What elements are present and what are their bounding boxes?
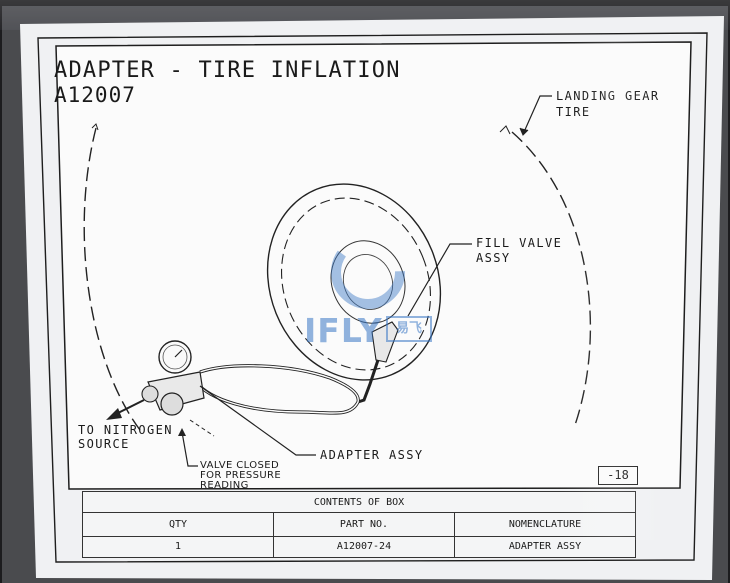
leader-valve-closed	[181, 431, 198, 467]
leader-adapter-assy	[199, 385, 316, 456]
wheel-inner-dashed	[280, 197, 432, 371]
nitrogen-arrow-line	[115, 399, 145, 415]
leader-landing-gear	[523, 95, 552, 133]
contents-table: CONTENTS OF BOX QTY PART NO. NOMENCLATUR…	[82, 490, 636, 559]
tire-arc-left-tick	[91, 123, 99, 131]
tire-arc-right	[511, 131, 592, 429]
label-reading: READING	[200, 480, 249, 491]
contents-title-row: CONTENTS OF BOX	[82, 490, 636, 514]
watermark-text: IFLY	[304, 311, 383, 350]
cell-nomenclature: ADAPTER ASSY	[454, 535, 636, 559]
inlet-fitting	[141, 385, 159, 403]
header-qty: QTY	[82, 512, 274, 537]
watermark-logo	[331, 235, 405, 309]
contents-title: CONTENTS OF BOX	[82, 490, 636, 514]
cell-part-no: A12007-24	[273, 535, 455, 559]
header-nomenclature: NOMENCLATURE	[454, 512, 636, 537]
leader-valve-closed-arrow	[178, 428, 186, 436]
wheel-hub-inner	[342, 254, 394, 310]
pressure-gauge-dial	[162, 344, 188, 370]
label-tire: TIRE	[556, 105, 591, 119]
part-code: A12007	[54, 83, 136, 107]
label-valve-closed: VALVE CLOSED	[200, 460, 280, 471]
dashed-connector	[189, 419, 215, 437]
wheel-hub	[330, 240, 406, 324]
drawing-title: ADAPTER - TIRE INFLATION	[54, 58, 401, 83]
tire-arc-right-tick	[499, 125, 511, 135]
card-border	[37, 32, 708, 563]
table-row: 1 A12007-24 ADAPTER ASSY	[82, 535, 636, 559]
label-landing-gear: LANDING GEAR	[556, 89, 660, 103]
page-reference: -18	[598, 466, 638, 485]
hose-inner	[195, 365, 359, 414]
valve-knob	[160, 392, 184, 416]
header-part-no: PART NO.	[273, 512, 455, 537]
gauge-needle	[174, 349, 183, 358]
watermark-box: 易飞	[386, 316, 432, 342]
valve-stem	[357, 359, 380, 404]
cell-qty: 1	[82, 535, 274, 559]
label-for-pressure: FOR PRESSURE	[200, 470, 282, 481]
label-source: SOURCE	[78, 437, 130, 451]
drawing-frame	[55, 41, 692, 490]
nitrogen-arrow-head	[106, 408, 122, 420]
label-fill-valve-assy: ASSY	[476, 251, 511, 265]
label-adapter-assy: ADAPTER ASSY	[320, 448, 424, 462]
contents-header-row: QTY PART NO. NOMENCLATURE	[82, 512, 636, 537]
fill-valve-body	[371, 321, 399, 363]
leader-fill-valve	[407, 243, 472, 317]
label-fill-valve: FILL VALVE	[476, 236, 563, 250]
leader-landing-gear-arrow	[519, 127, 529, 136]
label-to-nitrogen: TO NITROGEN	[78, 423, 173, 437]
wheel-outer	[266, 183, 442, 381]
tire-arc-left	[83, 127, 141, 431]
